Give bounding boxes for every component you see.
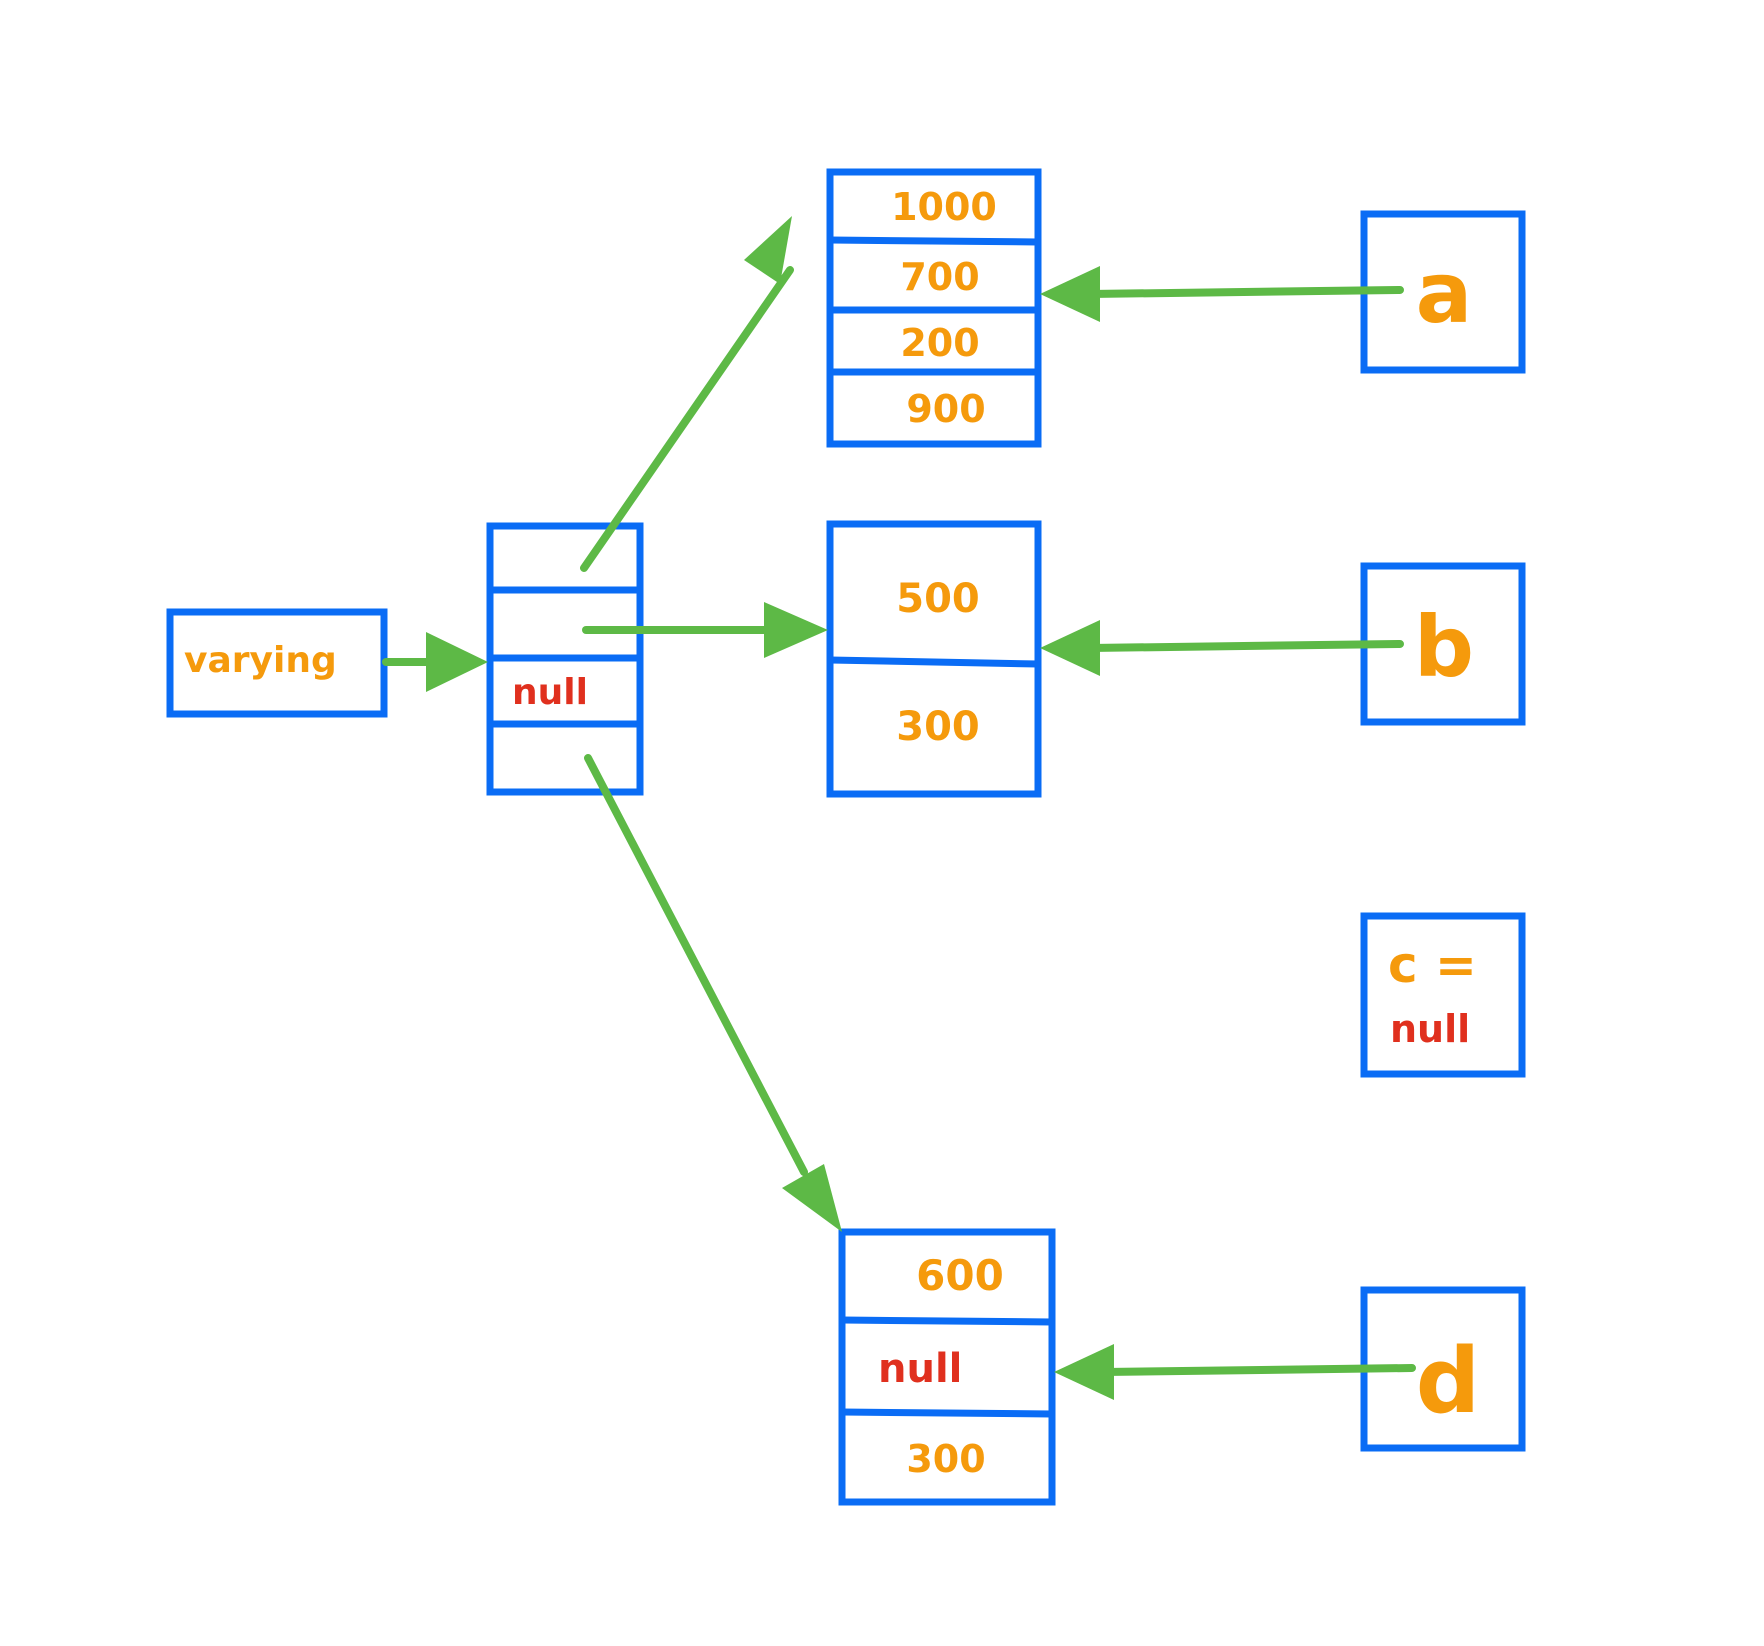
arrow-a-to-array-top: [1040, 266, 1404, 322]
array-bottom-cell-0: 600: [916, 1251, 1004, 1300]
array-middle-cell-0: 500: [896, 576, 980, 622]
arrow-varying-to-outer-array: [382, 632, 488, 692]
array-bottom-cell-1: null: [878, 1346, 962, 1392]
array-top: 1000 700 200 900: [826, 168, 1042, 448]
array-top-cell-0: 1000: [891, 185, 997, 229]
variable-d-label: d: [1416, 1329, 1480, 1434]
arrow-outer-cell0-to-array-top: [580, 216, 794, 572]
array-top-cell-2: 200: [900, 321, 979, 365]
array-bottom: 600 null 300: [838, 1228, 1056, 1506]
varying-label: varying: [184, 640, 337, 681]
variable-c-label: c =: [1388, 936, 1477, 994]
arrow-outer-cell3-to-array-bottom: [584, 754, 842, 1232]
outer-array: null: [486, 522, 644, 796]
arrow-outer-cell1-to-array-middle: [582, 602, 828, 658]
array-middle: 500 300: [826, 520, 1042, 798]
variable-b-label: b: [1414, 598, 1474, 696]
variable-c-box: c = null: [1360, 912, 1526, 1078]
array-middle-cell-1: 300: [896, 704, 980, 750]
array-top-cell-3: 900: [906, 387, 985, 431]
arrow-d-to-array-bottom: [1054, 1344, 1416, 1400]
arrow-b-to-array-middle: [1040, 620, 1404, 676]
outer-array-cell-2: null: [512, 672, 588, 713]
array-bottom-cell-2: 300: [906, 1437, 985, 1481]
variable-c-value: null: [1390, 1007, 1470, 1051]
varying-variable-box: varying: [166, 608, 388, 718]
array-top-cell-1: 700: [900, 255, 979, 299]
variable-a-label: a: [1416, 244, 1473, 342]
